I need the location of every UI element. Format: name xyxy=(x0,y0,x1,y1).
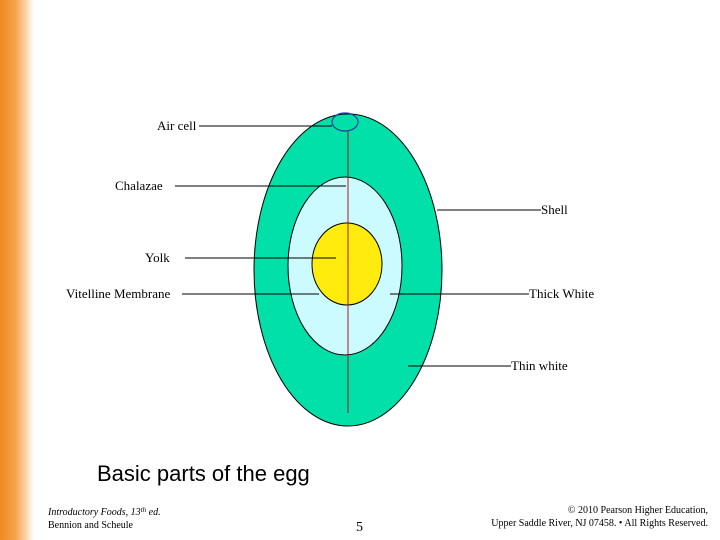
label-thin-white: Thin white xyxy=(511,358,568,373)
copyright-line-2: Upper Saddle River, NJ 07458. • All Righ… xyxy=(491,518,708,529)
label-air-cell: Air cell xyxy=(157,118,197,133)
footer-copyright: © 2010 Pearson Higher Education, Upper S… xyxy=(491,504,708,530)
label-shell: Shell xyxy=(541,202,568,217)
book-authors: Bennion and Scheule xyxy=(48,520,133,531)
label-yolk: Yolk xyxy=(145,250,170,265)
orange-side-bar xyxy=(0,0,34,540)
diagram-caption: Basic parts of the egg xyxy=(97,461,310,486)
label-thick-white: Thick White xyxy=(529,286,595,301)
page-number: 5 xyxy=(356,520,363,535)
book-title: Introductory Foods, 13 xyxy=(48,507,141,518)
book-edition-suffix: ed. xyxy=(146,507,161,518)
book-edition-sup: th xyxy=(140,506,147,514)
book-title-line: Introductory Foods, 13th ed. xyxy=(48,506,161,519)
label-vitelline-membrane: Vitelline Membrane xyxy=(66,286,171,301)
copyright-line-1: © 2010 Pearson Higher Education, xyxy=(567,505,708,516)
footer-book-info: Introductory Foods, 13th ed. Bennion and… xyxy=(48,506,161,532)
label-chalazae: Chalazae xyxy=(115,178,163,193)
air-cell-ellipse xyxy=(331,112,359,132)
yolk-circle xyxy=(311,222,383,306)
